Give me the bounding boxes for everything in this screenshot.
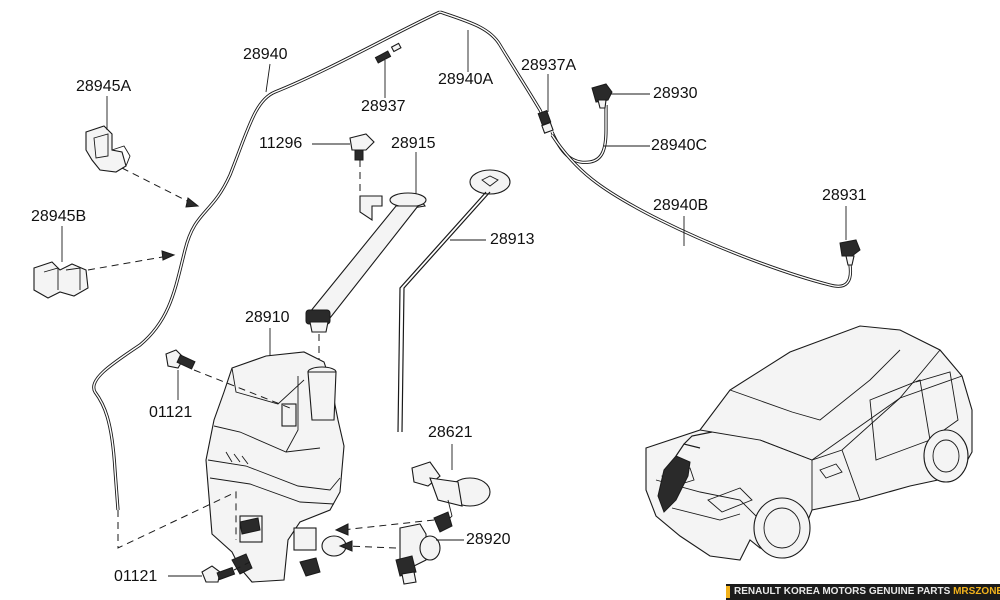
hose-28940B bbox=[550, 134, 853, 288]
label-28931: 28931 bbox=[822, 187, 867, 204]
arrow-28945B bbox=[161, 250, 176, 261]
footer-watermark: RENAULT KOREA MOTORS GENUINE PARTS MRSZO… bbox=[726, 584, 1000, 600]
clip-28945B bbox=[33, 261, 89, 299]
leader-28621 bbox=[341, 519, 435, 531]
reservoir-28910 bbox=[205, 351, 347, 583]
pointer-28940 bbox=[265, 63, 271, 93]
label-28910: 28910 bbox=[245, 309, 290, 326]
footer-text: RENAULT KOREA MOTORS GENUINE PARTS bbox=[734, 586, 954, 597]
leader-01121-lower bbox=[233, 561, 251, 571]
leader-28945B bbox=[87, 255, 169, 271]
bolt-11296 bbox=[349, 133, 375, 161]
footer-mark bbox=[726, 586, 730, 598]
nozzle-28930 bbox=[591, 83, 613, 109]
label-28940: 28940 bbox=[243, 46, 288, 63]
label-28915: 28915 bbox=[391, 135, 436, 152]
label-28920: 28920 bbox=[466, 531, 511, 548]
arrow-28945A bbox=[185, 197, 200, 208]
label-28913: 28913 bbox=[490, 231, 535, 248]
connector-28937A bbox=[537, 110, 554, 134]
label-28621: 28621 bbox=[428, 424, 473, 441]
bolt-01121-upper bbox=[165, 349, 196, 370]
label-28945B: 28945B bbox=[31, 208, 87, 225]
clip-28945A bbox=[85, 125, 131, 173]
arrow-28920 bbox=[338, 540, 353, 552]
footer-accent: MRSZONE bbox=[953, 586, 1000, 597]
nozzle-28931 bbox=[839, 239, 861, 266]
label-11296: 11296 bbox=[259, 135, 303, 152]
pump-28621 bbox=[411, 461, 491, 533]
hose-28940C bbox=[550, 105, 608, 164]
label-28937: 28937 bbox=[361, 98, 406, 115]
filler-neck-28915 bbox=[305, 192, 427, 333]
connector-28937 bbox=[374, 42, 402, 64]
label-28940B: 28940B bbox=[653, 197, 709, 214]
vehicle-illustration bbox=[645, 325, 973, 561]
pump-28920 bbox=[395, 523, 441, 585]
label-28945A: 28945A bbox=[76, 78, 132, 95]
arrow-28621 bbox=[334, 523, 349, 536]
label-01121-upper: 01121 bbox=[149, 404, 193, 421]
label-28940A: 28940A bbox=[438, 71, 494, 88]
label-28930: 28930 bbox=[653, 85, 698, 102]
leader-01121-upper bbox=[193, 369, 291, 409]
hose-28940A bbox=[439, 10, 550, 129]
leader-28920 bbox=[345, 545, 397, 549]
label-28937A: 28937A bbox=[521, 57, 577, 74]
hose-28940 bbox=[92, 10, 441, 511]
bolt-01121-lower bbox=[201, 565, 236, 583]
label-28940C: 28940C bbox=[651, 137, 708, 154]
leader-hose-end bbox=[117, 491, 237, 549]
level-cap-28913 bbox=[397, 169, 511, 433]
label-01121-lower: 01121 bbox=[114, 568, 158, 585]
leader-28945A bbox=[121, 167, 196, 206]
